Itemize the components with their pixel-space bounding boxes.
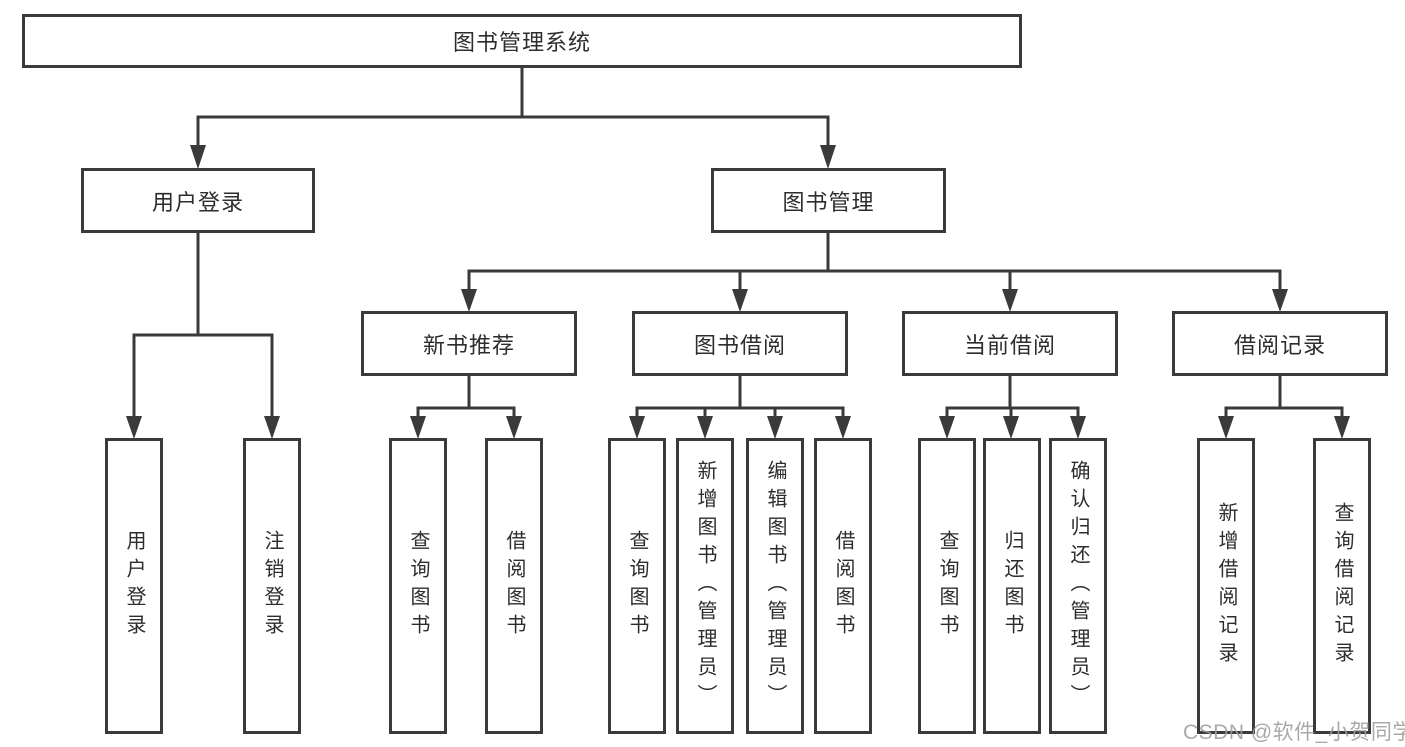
leaf-query-books-borrow: 查询图书 [608, 438, 666, 734]
leaf-query-borrow-record: 查询借阅记录 [1313, 438, 1371, 734]
leaf-logout-login: 注销登录 [243, 438, 301, 734]
leaf-return-books: 归还图书 [983, 438, 1041, 734]
node-book-borrowing: 图书借阅 [632, 311, 848, 376]
connector-arrowheads [126, 145, 1350, 439]
leaf-confirm-return-admin: 确认归还（管理员） [1049, 438, 1107, 734]
leaf-query-books-current: 查询图书 [918, 438, 976, 734]
leaf-borrow-books-borrow: 借阅图书 [814, 438, 872, 734]
node-borrowing-records: 借阅记录 [1172, 311, 1388, 376]
node-library-management-system: 图书管理系统 [22, 14, 1022, 68]
leaf-edit-book-admin: 编辑图书（管理员） [746, 438, 804, 734]
leaf-borrow-books-recommend: 借阅图书 [485, 438, 543, 734]
leaf-query-books-recommend: 查询图书 [389, 438, 447, 734]
node-user-login: 用户登录 [81, 168, 315, 233]
leaf-add-book-admin: 新增图书（管理员） [676, 438, 734, 734]
connector-lines [132, 68, 1344, 420]
leaf-add-borrow-record: 新增借阅记录 [1197, 438, 1255, 734]
node-current-borrowing: 当前借阅 [902, 311, 1118, 376]
csdn-watermark: CSDN @软件_小贺同学 [1183, 721, 1405, 744]
leaf-user-login: 用户登录 [105, 438, 163, 734]
node-new-book-recommendation: 新书推荐 [361, 311, 577, 376]
node-book-management: 图书管理 [711, 168, 946, 233]
